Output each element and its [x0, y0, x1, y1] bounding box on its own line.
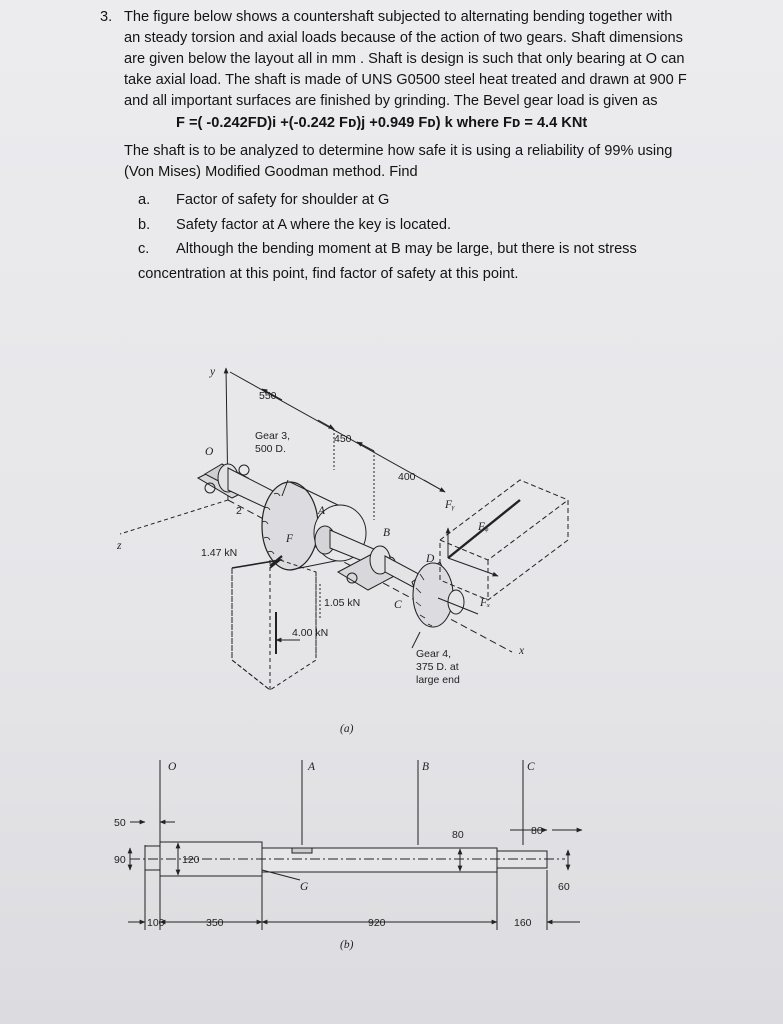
dimension-920: 920 — [368, 917, 386, 929]
force-box — [439, 479, 569, 601]
station-label-a: A — [307, 761, 316, 773]
force-arm — [437, 597, 479, 615]
dimension-120: 120 — [182, 854, 200, 866]
item-label: a. — [138, 192, 151, 208]
question-list: a. Factor of safety for shoulder at G b.… — [138, 191, 637, 284]
statement-line: (Von Mises) Modified Goodman method. Fin… — [124, 164, 418, 180]
force-label-1-05: 1.05 kN — [324, 597, 360, 609]
axis-label-y: y — [209, 366, 216, 378]
force-label-fz: Fᵩ — [477, 521, 489, 533]
gear-4-label-line3: large end — [416, 674, 460, 686]
bearing-bolt — [238, 464, 250, 476]
gear-4-face — [412, 562, 454, 628]
shaft-step-50 — [144, 845, 161, 871]
force-1-47-vector — [269, 555, 283, 567]
dimension-350: 350 — [206, 917, 224, 929]
point-label-f: F — [285, 533, 294, 545]
bearing-label-2: 2 — [236, 505, 242, 517]
figure-a-caption: (a) — [340, 723, 354, 735]
z-axis-line — [119, 499, 229, 535]
problem-statement: The shaft is to be analyzed to determine… — [124, 142, 672, 184]
dimension-550: 550 — [259, 390, 277, 402]
dimension-160: 160 — [514, 917, 532, 929]
paragraph-line: are given below the layout all in mm . S… — [124, 51, 685, 67]
gear-4-teeth — [415, 573, 433, 627]
force-label-1-47: 1.47 kN — [201, 547, 237, 559]
paragraph-line: take axial load. The shaft is made of UN… — [124, 72, 687, 88]
figure-a-labels: y z x O 2 A B C D F Fᵧ Fᵩ Fₓ 550 450 400… — [116, 366, 525, 735]
figure-b — [127, 760, 583, 930]
bearing-bolt — [346, 572, 358, 584]
force-equation: F =( -0.242FD)i +(-0.242 Fᴅ)j +0.949 Fᴅ)… — [176, 115, 588, 131]
point-label-o: O — [205, 446, 214, 458]
question-item-c: c. Although the bending moment at B may … — [138, 240, 637, 265]
paragraph-line: and all important surfaces are finished … — [124, 93, 658, 109]
bearing-bolt — [204, 482, 216, 494]
dimension-80-main: 80 — [452, 829, 464, 841]
axis-label-z: z — [116, 540, 122, 552]
problem-number: 3. — [100, 9, 113, 25]
force-fx-vector — [447, 557, 499, 577]
gear-3-label-line2: 500 D. — [255, 443, 286, 455]
station-label-c: C — [527, 761, 535, 773]
dimension-400: 400 — [398, 471, 416, 483]
dimension-450: 450 — [334, 433, 352, 445]
paragraph-line: an steady torsion and axial loads becaus… — [124, 30, 683, 46]
item-label: b. — [138, 216, 151, 233]
gear-4-hub — [447, 589, 465, 615]
dimension-60: 60 — [558, 881, 570, 893]
dimension-90: 90 — [114, 854, 126, 866]
dimension-50: 50 — [114, 817, 126, 829]
item-label: c. — [138, 241, 150, 257]
question-item-b: b. Safety factor at A where the key is l… — [138, 216, 637, 241]
station-label-b: B — [422, 761, 429, 773]
keyway — [291, 847, 313, 854]
item-text: Factor of safety for shoulder at G — [176, 192, 390, 208]
question-item-a: a. Factor of safety for shoulder at G — [138, 191, 637, 216]
station-label-g: G — [300, 881, 309, 893]
point-label-a: A — [317, 505, 326, 517]
force-label-4-00: 4.00 kN — [292, 627, 328, 639]
gear-4-label-line2: 375 D. at — [416, 661, 459, 673]
gear-4-label-line1: Gear 4, — [416, 648, 451, 660]
force-label-fy: Fᵧ — [444, 499, 455, 511]
paragraph-line: The figure below shows a countershaft su… — [124, 9, 673, 25]
gear-3-label-line1: Gear 3, — [255, 430, 290, 442]
problem-paragraph: The figure below shows a countershaft su… — [124, 8, 687, 113]
dimension-100: 100 — [147, 917, 165, 929]
gear-3-face — [261, 481, 319, 571]
item-text: Although the bending moment at B may be … — [176, 241, 637, 257]
statement-line: The shaft is to be analyzed to determine… — [124, 143, 673, 159]
figure-a — [119, 367, 569, 691]
item-text: Safety factor at A where the key is loca… — [176, 216, 452, 233]
gear-3-rim-lines — [289, 481, 341, 571]
point-label-b: B — [383, 527, 390, 539]
force-label-fx: Fₓ — [479, 597, 490, 609]
dimension-80-end: 80 — [531, 825, 543, 837]
point-label-c: C — [394, 599, 402, 611]
gear-3-teeth — [261, 492, 281, 555]
x-axis-centerline — [227, 499, 513, 653]
item-continuation: concentration at this point, find factor… — [138, 265, 519, 282]
station-label-o: O — [168, 761, 177, 773]
figure-b-caption: (b) — [340, 939, 354, 951]
point-label-d: D — [425, 553, 435, 565]
axis-label-x: x — [518, 645, 525, 657]
figure-b-labels: O A B C G 50 90 120 80 80 60 100 350 920… — [114, 761, 570, 951]
force-fz-vector — [447, 499, 521, 559]
